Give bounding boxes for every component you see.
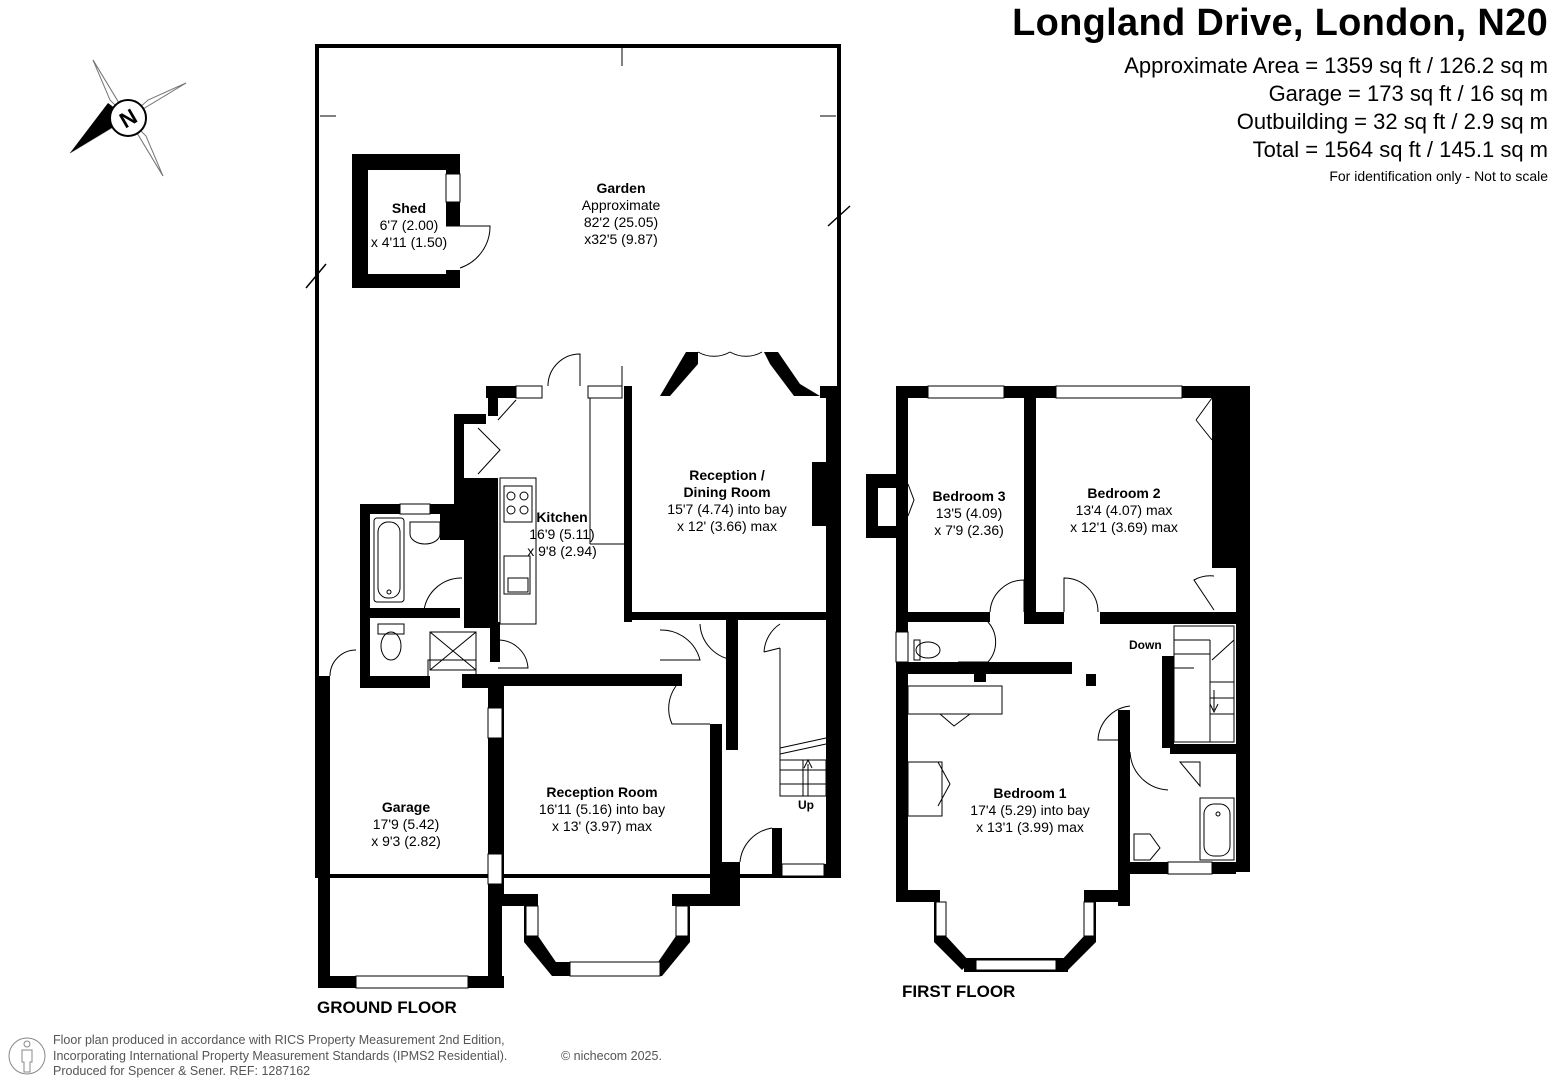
outbuilding-area: Outbuilding = 32 sq ft / 2.9 sq m [1236, 109, 1548, 134]
total-area: Total = 1564 sq ft / 145.1 sq m [1252, 137, 1548, 162]
copyright: © nichecom 2025. [561, 1049, 662, 1063]
garage-area: Garage = 173 sq ft / 16 sq m [1268, 81, 1548, 106]
disclaimer: For identification only - Not to scale [1329, 168, 1548, 184]
person-icon [8, 1037, 46, 1075]
ground-floor-plan [305, 44, 851, 989]
compass-icon: N [69, 59, 187, 177]
stairs-down-label: Down [1129, 638, 1162, 652]
footer-line-1: Floor plan produced in accordance with R… [53, 1033, 505, 1047]
stairs-up-label: Up [798, 798, 814, 812]
first-floor-label: FIRST FLOOR [902, 982, 1016, 1001]
first-floor-plan [866, 385, 1250, 972]
footer-notes: Floor plan produced in accordance with R… [53, 1033, 507, 1080]
approximate-area: Approximate Area = 1359 sq ft / 126.2 sq… [1124, 53, 1548, 78]
ground-floor-label: GROUND FLOOR [317, 998, 457, 1017]
footer-line-2: Incorporating International Property Mea… [53, 1048, 508, 1063]
page-title: Longland Drive, London, N20 [1012, 2, 1548, 44]
footer-line-3: Produced for Spencer & Sener. REF: 12871… [53, 1064, 311, 1078]
